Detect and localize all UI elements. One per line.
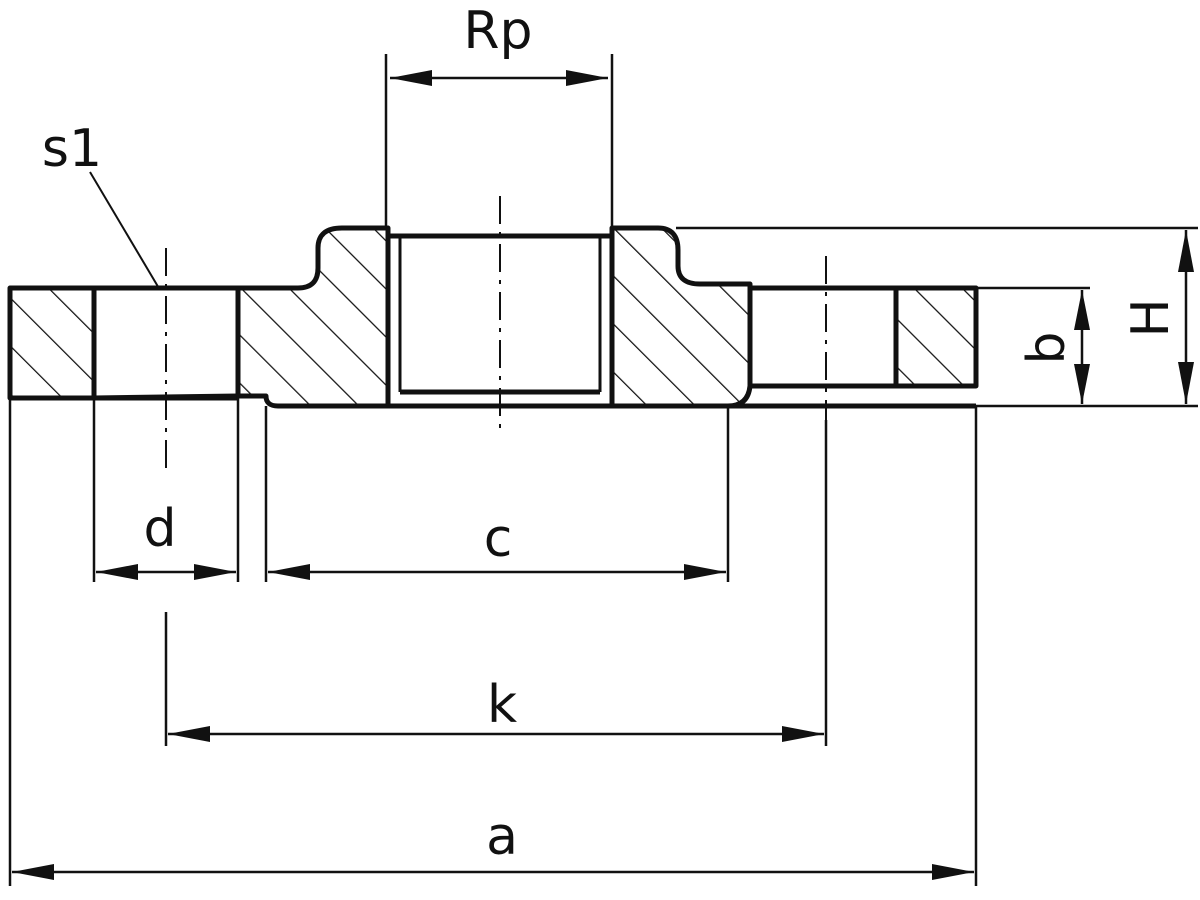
label-c: c — [484, 509, 513, 569]
dimension-a — [12, 864, 974, 880]
label-s1: s1 — [42, 119, 102, 179]
dimension-h — [1178, 230, 1194, 404]
flange-section — [7, 225, 979, 409]
right-ring-section — [893, 285, 979, 389]
label-h: H — [1121, 298, 1181, 337]
dimension-c — [268, 564, 726, 580]
dimension-k — [168, 726, 824, 742]
label-rp: Rp — [463, 1, 532, 61]
s1-leader — [89, 171, 161, 291]
bore-thread-left — [386, 228, 402, 406]
dimension-rp — [390, 70, 608, 86]
label-b: b — [1017, 331, 1077, 364]
bore-thread-right — [598, 228, 614, 406]
right-bolt-hole — [750, 285, 896, 389]
dimension-b — [1074, 290, 1090, 404]
left-ring-section — [7, 285, 97, 401]
center-lines — [165, 196, 827, 470]
label-a: a — [486, 807, 518, 867]
left-hub-section — [235, 225, 391, 409]
dimension-d — [96, 564, 236, 580]
label-k: k — [487, 675, 517, 735]
extension-lines — [8, 54, 1198, 886]
right-hub-section — [609, 225, 753, 409]
label-d: d — [143, 499, 176, 559]
